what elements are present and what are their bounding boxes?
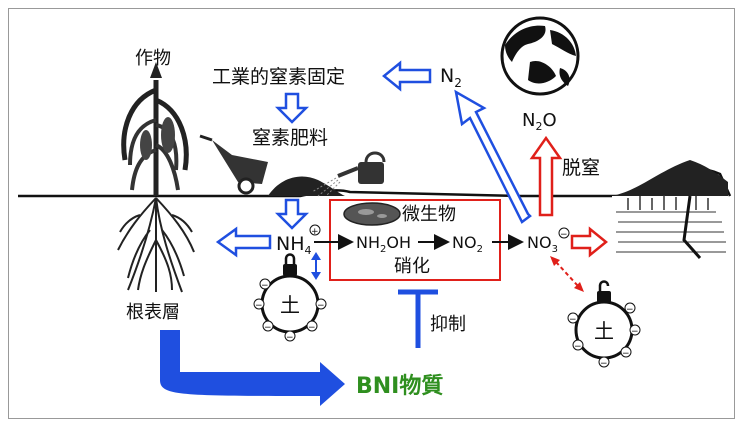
arrow-no3-leaching bbox=[570, 226, 608, 258]
charge-minus: − bbox=[574, 342, 582, 352]
label-inhibition: 抑制 bbox=[430, 314, 466, 335]
label-n2o: N2O bbox=[522, 110, 557, 133]
charge-markers bbox=[253, 224, 641, 368]
label-root-layer: 根表層 bbox=[126, 302, 180, 323]
charge-minus: − bbox=[317, 301, 325, 311]
charge-minus: − bbox=[569, 315, 577, 325]
arrow-no3-soil-exchange bbox=[550, 256, 584, 292]
arrow-no3-to-n2 bbox=[454, 89, 532, 224]
label-soil-left: 土 bbox=[280, 293, 300, 317]
label-n2: N2 bbox=[440, 65, 462, 90]
charge-minus: − bbox=[308, 323, 316, 333]
label-soil-right: 土 bbox=[594, 319, 614, 343]
label-fertilizer: 窒素肥料 bbox=[252, 127, 328, 149]
fertilizer-pile-icon bbox=[268, 176, 345, 196]
label-denitrification: 脱窒 bbox=[562, 157, 600, 179]
inhibition-symbol bbox=[398, 289, 438, 348]
arrow-n2-to-fixation bbox=[382, 60, 432, 92]
corn-plant-icon bbox=[121, 62, 189, 196]
label-industrial-fixation: 工業的窒素固定 bbox=[212, 66, 345, 88]
charge-minus: − bbox=[600, 359, 608, 369]
field-icon bbox=[612, 195, 728, 259]
label-microbe: 微生物 bbox=[402, 204, 456, 225]
charge-minus: − bbox=[622, 349, 630, 359]
globe-icon bbox=[500, 16, 580, 96]
charge-minus: − bbox=[255, 301, 263, 311]
charge-plus-nh4: + bbox=[311, 227, 319, 237]
arrow-no3-to-n2o bbox=[529, 135, 563, 217]
padlock-icon bbox=[283, 253, 297, 276]
arrow-nh4-to-root bbox=[215, 226, 272, 258]
wheelbarrow-icon bbox=[199, 134, 268, 195]
padlock-open-icon bbox=[597, 280, 611, 303]
label-nitrification: 硝化 bbox=[394, 256, 430, 277]
hill-icon bbox=[612, 160, 728, 196]
watering-can-icon bbox=[311, 151, 386, 197]
roots-icon bbox=[117, 197, 195, 293]
charge-minus: − bbox=[631, 327, 639, 337]
arrow-root-to-bni bbox=[160, 330, 345, 406]
charge-minus: − bbox=[264, 323, 272, 333]
label-no2: NO2 bbox=[452, 233, 483, 255]
diagram-frame bbox=[8, 8, 735, 419]
arrow-nh4-soil-exchange bbox=[311, 252, 321, 280]
charge-minus-no3: − bbox=[560, 230, 568, 240]
microbe-icon bbox=[343, 202, 401, 226]
nitrification-box bbox=[329, 199, 501, 281]
charge-minus: − bbox=[286, 333, 294, 343]
label-crop: 作物 bbox=[135, 48, 171, 69]
label-bni: BNI物質 bbox=[356, 373, 443, 399]
arrow-fixation-to-fertilizer bbox=[274, 92, 310, 124]
charge-minus: − bbox=[626, 305, 634, 315]
label-nh4: NH4 bbox=[276, 233, 312, 257]
label-nh2oh: NH2OH bbox=[356, 233, 411, 255]
label-no3: NO3 bbox=[527, 233, 558, 255]
charge-minus: − bbox=[261, 281, 269, 291]
arrow-fertilizer-to-nh4 bbox=[274, 198, 310, 230]
